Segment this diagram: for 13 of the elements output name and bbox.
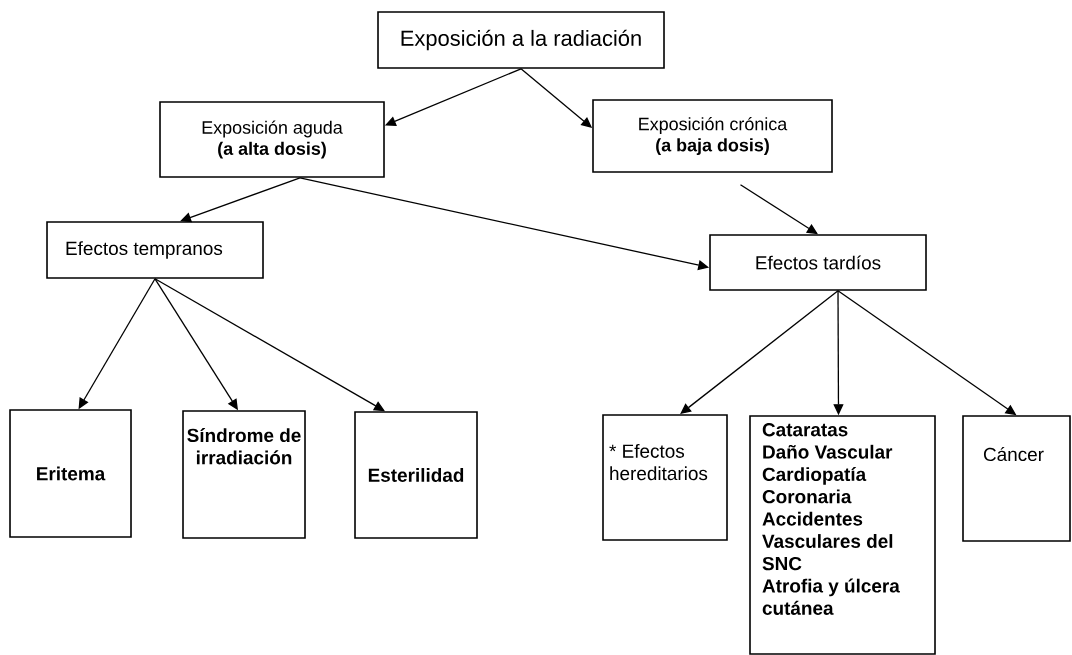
arrow <box>180 177 301 223</box>
process-box: Eritema <box>9 409 132 538</box>
process-box: * Efectos hereditarios <box>602 414 728 541</box>
process-box: Cáncer <box>962 415 1071 542</box>
process-box: Síndrome de irradiación <box>182 410 306 539</box>
process-box: Cataratas Daño Vascular Cardiopatía Coronaria Accidentes Vasculares del SNC Atrofia y úlcera cutánea <box>749 415 936 655</box>
process-box: Exposición aguda (a alta dosis) <box>159 101 385 178</box>
process-box: Efectos tardíos <box>709 234 927 291</box>
process-box: Exposición a la radiación <box>377 11 665 69</box>
process-box: Esterilidad <box>354 411 478 539</box>
process-box: Exposición crónica (a baja dosis) <box>592 99 833 173</box>
arrow <box>154 278 385 412</box>
process-box: Efectos tempranos <box>46 221 264 279</box>
